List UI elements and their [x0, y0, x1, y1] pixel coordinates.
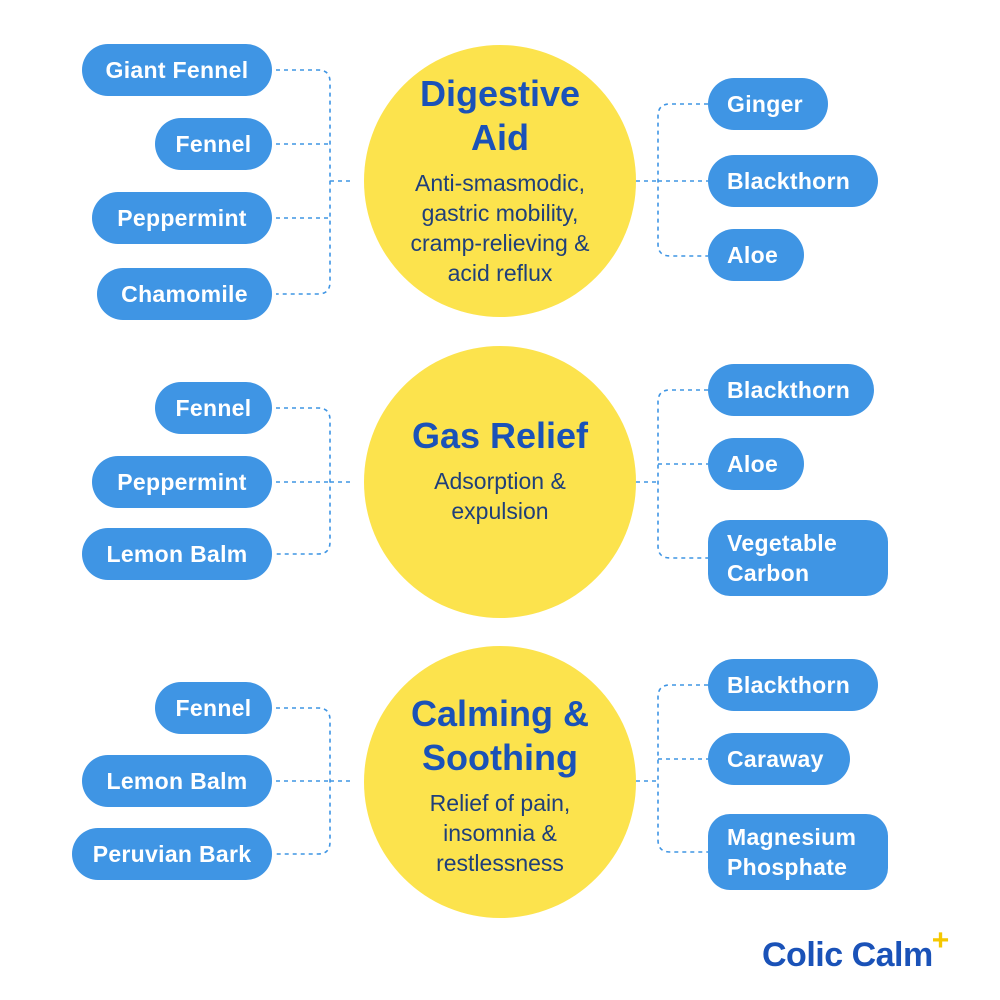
ingredient-pill: Blackthorn — [708, 155, 878, 207]
ingredient-pill: Aloe — [708, 438, 804, 490]
digestive-aid-circle: Digestive Aid Anti-smasmodic, gastric mo… — [364, 45, 636, 317]
ingredient-pill: Blackthorn — [708, 659, 878, 711]
ingredient-pill: Fennel — [155, 118, 272, 170]
gas-relief-circle: Gas Relief Adsorption & expulsion — [364, 346, 636, 618]
ingredient-pill: Fennel — [155, 382, 272, 434]
calming-soothing-title: Calming & Soothing — [410, 693, 589, 778]
ingredient-pill: Peppermint — [92, 456, 272, 508]
gas-relief-description: Adsorption & expulsion — [434, 468, 566, 524]
ingredient-pill: Blackthorn — [708, 364, 874, 416]
ingredient-pill: Giant Fennel — [82, 44, 272, 96]
ingredient-pill: Caraway — [708, 733, 850, 785]
ingredient-pill: Magnesium Phosphate — [708, 814, 888, 890]
brand-name: Colic Calm — [762, 936, 933, 974]
brand-plus-icon: + — [931, 924, 950, 957]
ingredient-pill: Lemon Balm — [82, 755, 272, 807]
ingredient-pill: Fennel — [155, 682, 272, 734]
calming-soothing-circle: Calming & Soothing Relief of pain, insom… — [364, 646, 636, 918]
ingredient-pill: Peppermint — [92, 192, 272, 244]
ingredient-pill: Vegetable Carbon — [708, 520, 888, 596]
digestive-aid-title: Digestive Aid — [419, 73, 581, 158]
calming-soothing-description: Relief of pain, insomnia & restlessness — [429, 790, 571, 876]
ingredient-pill: Ginger — [708, 78, 828, 130]
gas-relief-title: Gas Relief — [411, 415, 589, 456]
ingredient-pill: Lemon Balm — [82, 528, 272, 580]
colic-calm-logo: Colic Calm + — [762, 924, 949, 975]
ingredient-pill: Aloe — [708, 229, 804, 281]
ingredient-pill: Chamomile — [97, 268, 272, 320]
ingredient-pill: Peruvian Bark — [72, 828, 272, 880]
digestive-aid-description: Anti-smasmodic, gastric mobility, cramp-… — [410, 170, 590, 286]
